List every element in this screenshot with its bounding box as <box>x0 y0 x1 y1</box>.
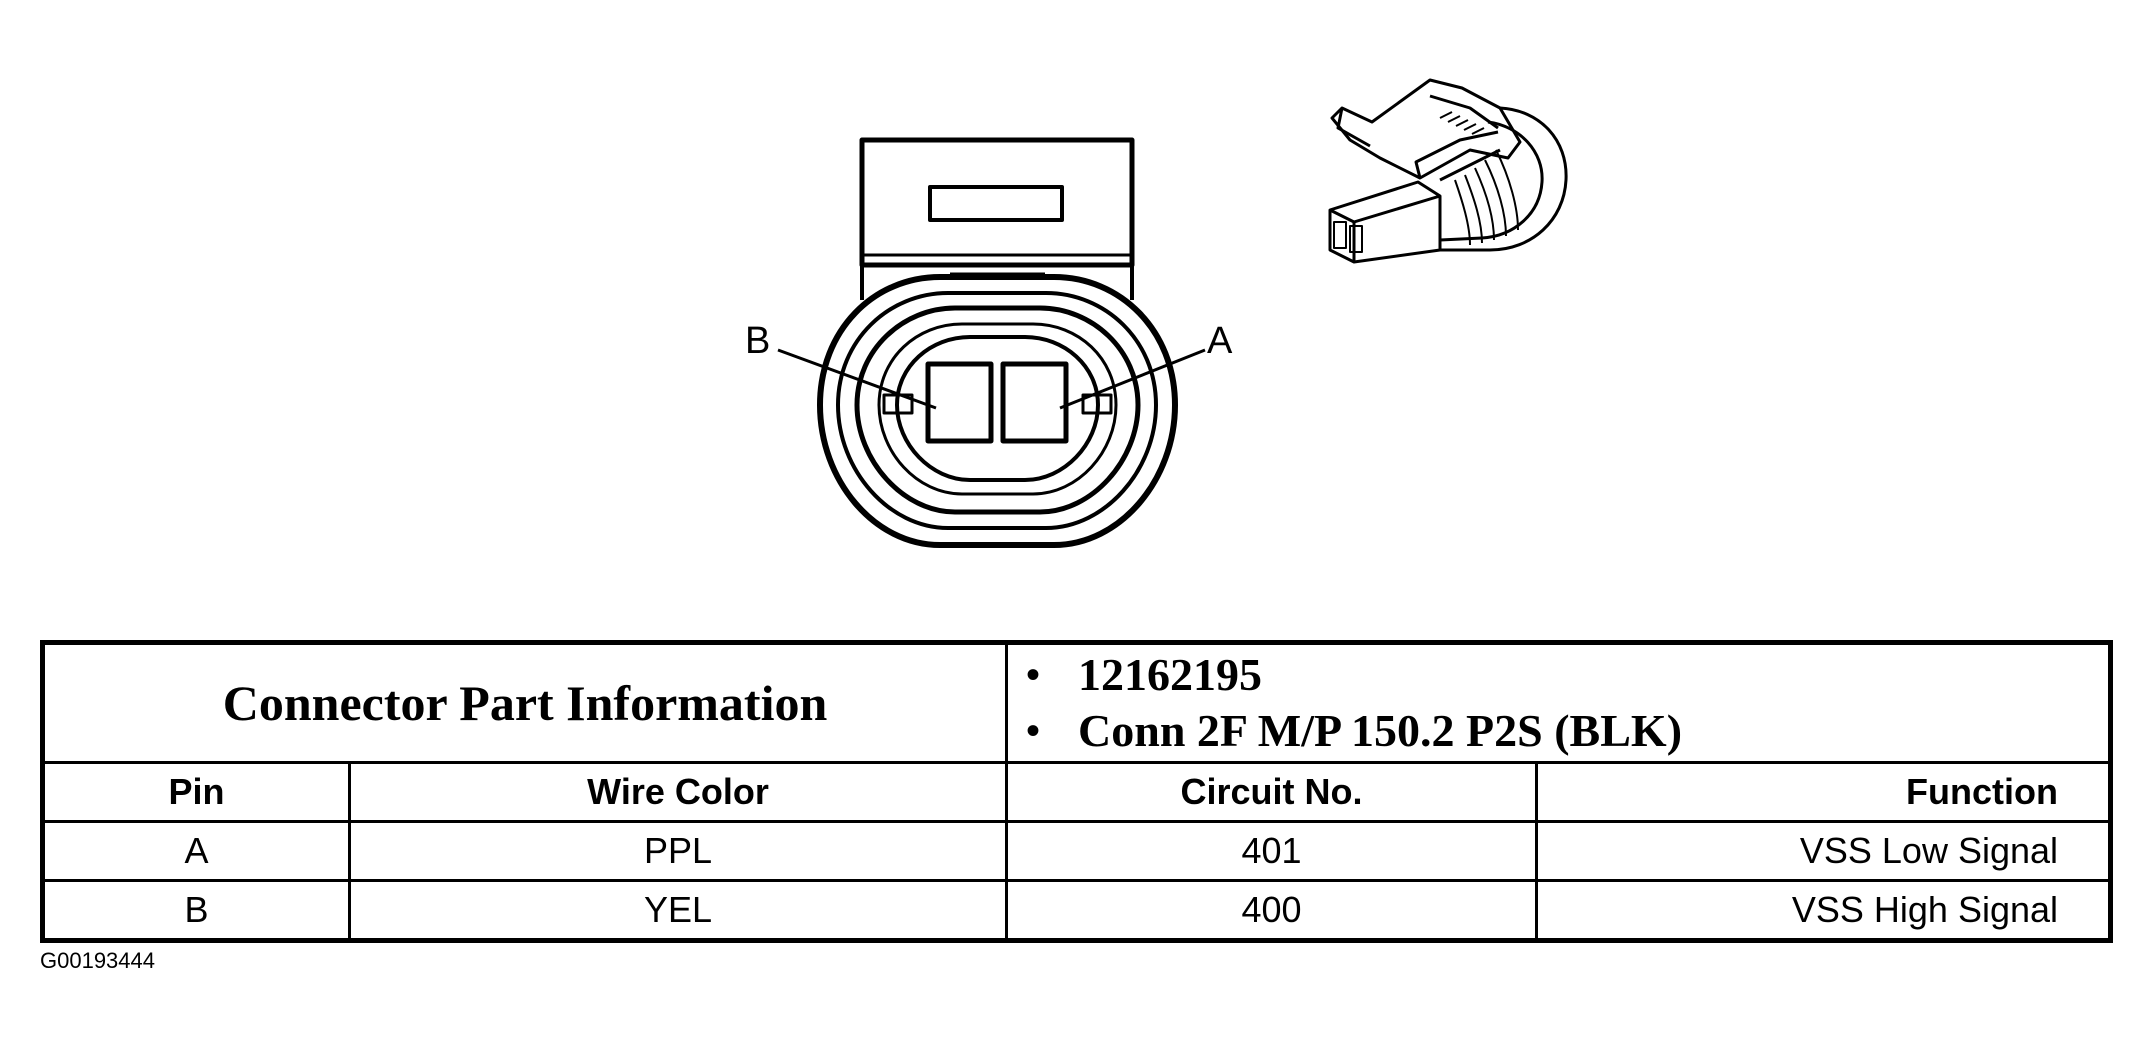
column-header-function: Function <box>1535 761 2113 823</box>
part-number: 12162195 <box>1026 647 2108 703</box>
figure-id: G00193444 <box>40 948 155 973</box>
table-row: B YEL 400 VSS High Signal <box>41 879 2113 942</box>
circuit-cell: 400 <box>1005 879 1539 942</box>
connector-front-view <box>777 78 1568 548</box>
terminal-cavities <box>925 361 1069 444</box>
function-cell: VSS High Signal <box>1535 879 2113 942</box>
pin-label-b: B <box>745 320 771 362</box>
table-row: A PPL 401 VSS Low Signal <box>41 820 2113 882</box>
pin-cell: B <box>41 879 351 942</box>
leader-line-a <box>1059 348 1206 410</box>
part-info-title: Connector Part Information <box>40 641 1009 764</box>
circuit-cell: 401 <box>1005 820 1539 882</box>
column-header-row: Pin Wire Color Circuit No. Function <box>41 761 2113 823</box>
function-cell: VSS Low Signal <box>1535 820 2113 882</box>
wire-color-cell: YEL <box>347 879 1009 942</box>
column-header-pin: Pin <box>41 761 351 823</box>
column-header-wire-color: Wire Color <box>347 761 1009 823</box>
part-info-row: Connector Part Information 12162195 Conn… <box>40 641 2113 764</box>
connector-perspective-view <box>1328 78 1568 264</box>
leader-line-b <box>777 348 937 410</box>
pin-label-a: A <box>1207 320 1233 362</box>
part-info-list: 12162195 Conn 2F M/P 150.2 P2S (BLK) <box>1005 641 2113 764</box>
connector-description: Conn 2F M/P 150.2 P2S (BLK) <box>1026 703 2108 759</box>
wire-color-cell: PPL <box>347 820 1009 882</box>
column-header-circuit: Circuit No. <box>1005 761 1539 823</box>
connector-body <box>817 274 1178 548</box>
connector-info-table: Connector Part Information 12162195 Conn… <box>40 640 2114 943</box>
pin-cell: A <box>41 820 351 882</box>
